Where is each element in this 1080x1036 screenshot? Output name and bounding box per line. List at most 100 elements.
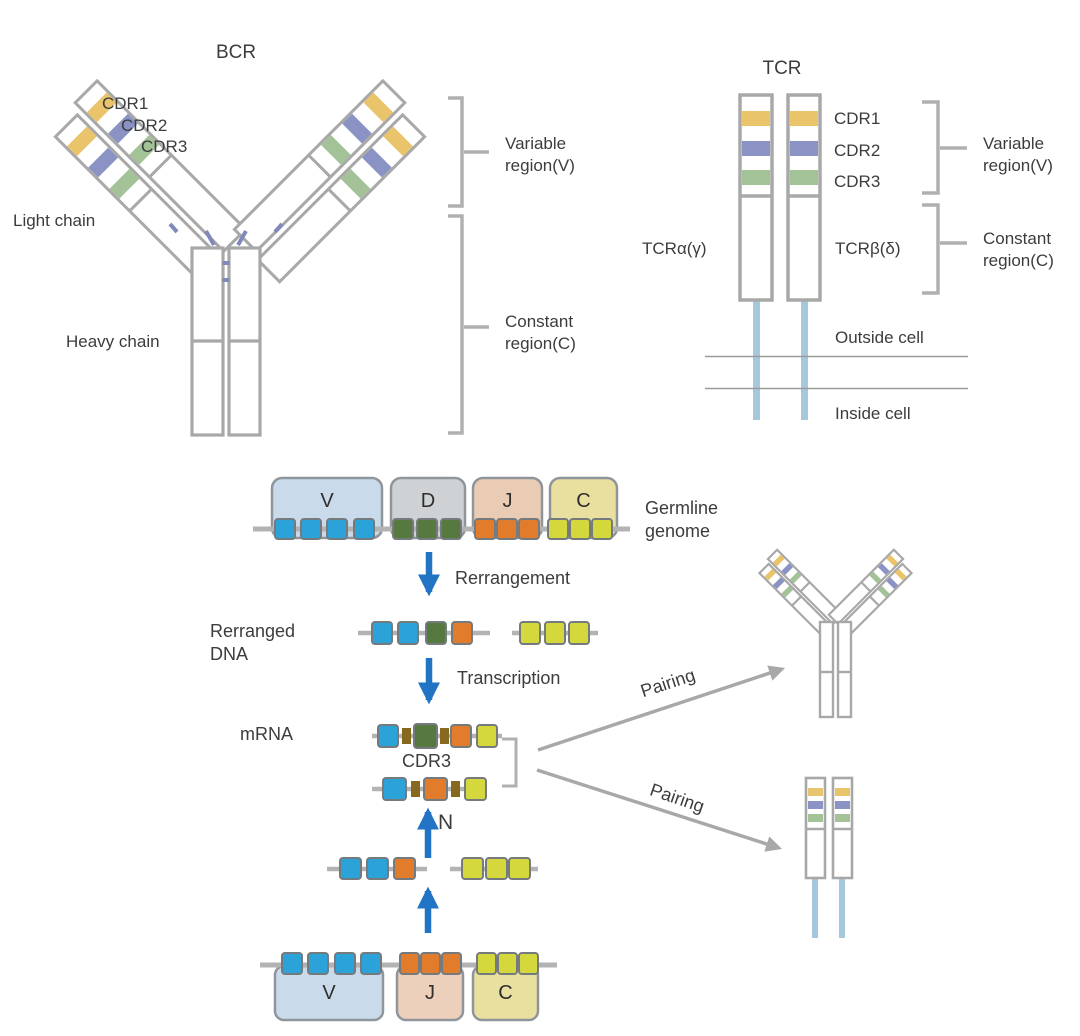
tcr-receptor-icon <box>705 93 968 420</box>
cdr2-band <box>108 113 138 144</box>
inside-cell-label: Inside cell <box>835 404 911 423</box>
n-nucleotide-block <box>402 728 411 744</box>
n-nucleotide-block <box>440 728 449 744</box>
c-gene-square <box>569 518 591 540</box>
disulfide-bond-marks <box>168 222 284 282</box>
constant-region-bracket <box>922 203 940 295</box>
bcr-variable-region-label: Variable region(V) <box>505 134 575 175</box>
bcr-cdr2-label: CDR2 <box>121 116 168 135</box>
v-gene-square <box>377 724 399 748</box>
v-gene-square <box>371 621 393 645</box>
j-segment-letter: J <box>502 490 513 512</box>
antibody-right-arm <box>827 548 914 639</box>
tcr-cdr-bands <box>742 111 818 185</box>
constant-region-bracket <box>448 214 464 435</box>
domain-divider <box>148 154 173 179</box>
j-gene-square <box>441 952 462 975</box>
cdr3-band <box>790 170 818 185</box>
mrna-heavy-row <box>372 723 502 749</box>
cdr1-band <box>67 126 97 157</box>
rerranged-dna-label: Rerranged DNA <box>210 621 296 664</box>
v-gene-square <box>339 857 362 880</box>
tcr-variable-region-label: Variable region(V) <box>983 134 1053 175</box>
tcr-membrane-tail <box>801 300 808 420</box>
tcr-cdr2-label: CDR2 <box>834 141 881 160</box>
rerranged-light-row <box>327 857 538 880</box>
tcr-title: TCR <box>762 58 802 79</box>
rerranged-gene-squares <box>371 621 590 645</box>
domain-divider <box>307 154 332 179</box>
c-gene-square <box>591 518 613 540</box>
tcr-membrane-tail <box>753 300 760 420</box>
j-gene-square <box>420 952 441 975</box>
germline-gene-squares <box>274 518 613 540</box>
mrna-light-row <box>372 777 487 801</box>
c-gene-square <box>508 857 531 880</box>
n-nucleotide-block <box>451 781 460 797</box>
d-gene-square <box>440 518 462 540</box>
mrna-gene-blocks <box>377 723 498 749</box>
variable-region-bracket <box>922 100 940 195</box>
germline-genome-label: Germline genome <box>645 498 719 541</box>
v-gene-square <box>360 952 382 975</box>
tcr-constant-region-label: Constant region(C) <box>983 229 1054 270</box>
light-chain-label: Light chain <box>13 211 96 230</box>
bcr-left-arm <box>53 78 248 284</box>
bcr-right-arm <box>232 78 427 284</box>
c-gene-square <box>464 777 487 801</box>
j-gene-square <box>518 518 540 540</box>
v-gene-square <box>382 777 407 801</box>
d-gene-square <box>425 621 447 645</box>
light-germline-squares <box>281 952 539 975</box>
domain-divider <box>128 188 153 213</box>
tcr-cdr1-label: CDR1 <box>834 109 881 128</box>
cdr3-bracket <box>502 737 518 788</box>
v-gene-square <box>397 621 419 645</box>
v-segment-letter-light: V <box>322 982 336 1004</box>
v-gene-square <box>366 857 389 880</box>
paired-antibody-icon <box>757 548 914 719</box>
bcr-light-chain-bar <box>255 112 427 284</box>
cdr1-band <box>363 92 394 123</box>
bcr-title: BCR <box>215 42 257 63</box>
cdr2-band <box>362 147 392 178</box>
bcr-cdr3-label: CDR3 <box>141 137 188 156</box>
rerranged-dna-row <box>358 621 598 645</box>
c-segment-letter-light: C <box>498 982 513 1004</box>
d-gene-square <box>413 723 438 749</box>
v-gene-square <box>353 518 375 540</box>
d-gene-square <box>392 518 414 540</box>
j-gene-square <box>451 621 473 645</box>
c-gene-square <box>461 857 484 880</box>
tcr-membrane-tail <box>812 878 818 938</box>
v-gene-square <box>326 518 348 540</box>
c-gene-square <box>519 621 541 645</box>
bcr-constant-region-label: Constant region(C) <box>505 312 576 353</box>
n-addition-label: N <box>438 811 454 834</box>
paired-tcr-icon <box>804 776 854 938</box>
c-gene-square <box>518 952 539 975</box>
cdr2-band <box>790 141 818 156</box>
j-segment-letter-light: J <box>425 982 435 1004</box>
c-gene-square <box>568 621 590 645</box>
tcr-alpha-label: TCRα(γ) <box>642 239 707 258</box>
pairing-arrow-lower-icon <box>536 768 783 852</box>
v-gene-square <box>300 518 322 540</box>
cdr3-band <box>742 170 770 185</box>
j-gene-square <box>496 518 518 540</box>
cdr3-band <box>320 134 351 165</box>
cdr2-band <box>88 147 118 178</box>
j-gene-square <box>393 857 416 880</box>
rerranged-light-squares <box>339 857 531 880</box>
c-segment-letter: C <box>576 490 591 512</box>
c-gene-square <box>476 952 497 975</box>
j-gene-square <box>450 724 472 748</box>
c-gene-square <box>497 952 518 975</box>
cdr1-band <box>742 111 770 126</box>
n-nucleotide-block <box>411 781 420 797</box>
v-gene-square <box>274 518 296 540</box>
bcr-antibody-icon <box>53 78 489 437</box>
d-segment-letter: D <box>420 490 436 512</box>
